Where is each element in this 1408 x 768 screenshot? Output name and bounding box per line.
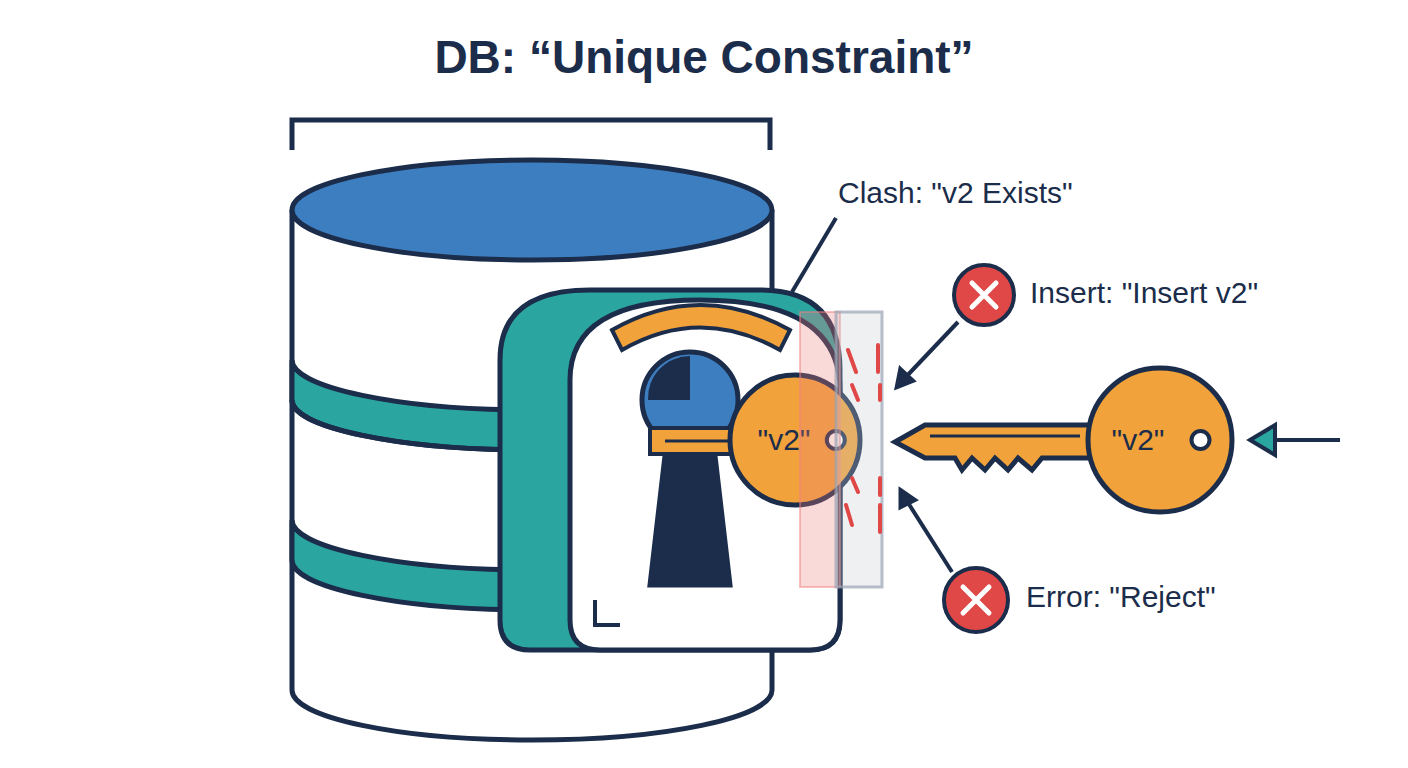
key-shaft — [650, 428, 740, 454]
key-shaft — [895, 425, 1092, 470]
leader-line — [792, 218, 836, 292]
callout-label: Error: "Reject" — [1026, 580, 1216, 614]
key-hole — [827, 431, 845, 449]
bracket — [292, 120, 770, 150]
clash-marks — [846, 345, 880, 532]
clash-panel — [800, 312, 840, 587]
leader-arrowhead — [896, 368, 914, 388]
push-arrowhead — [1250, 425, 1275, 455]
key-label: "v2" — [1085, 365, 1235, 515]
keyhole-shade — [648, 356, 690, 400]
key-head: "v2" — [1085, 365, 1235, 515]
callout-label: Insert: "Insert v2" — [1030, 276, 1258, 310]
leader-arrow — [903, 322, 958, 380]
error-cross — [972, 283, 996, 307]
error-icon — [954, 265, 1014, 325]
lock-face — [570, 300, 840, 650]
error-cross — [963, 587, 989, 613]
lock-detail — [595, 600, 620, 625]
cylinder-top — [292, 160, 772, 260]
leader-arrowhead — [900, 489, 916, 508]
push-arrow — [1272, 438, 1340, 442]
callout-label: Clash: "v2 Exists" — [838, 176, 1073, 210]
error-icon — [944, 568, 1008, 632]
key-groove — [930, 435, 1080, 438]
key-groove — [665, 440, 730, 443]
key-hole — [1192, 431, 1210, 449]
clash-panel — [836, 312, 882, 587]
leader-arrow — [905, 498, 952, 572]
lock-shackle — [612, 305, 790, 350]
diagram-title: DB: “Unique Constraint” — [0, 30, 1408, 84]
